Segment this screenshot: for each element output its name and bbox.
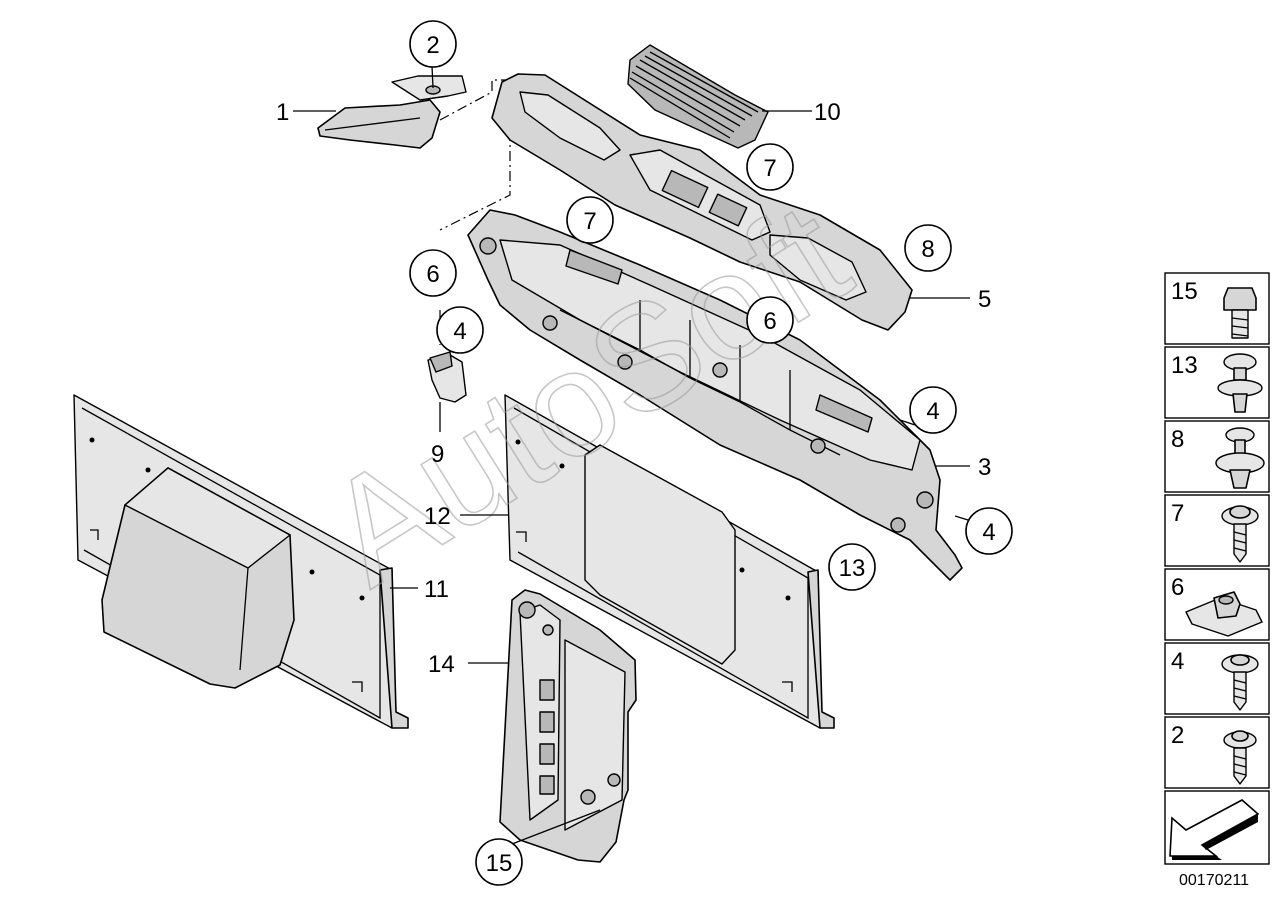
svg-text:6: 6	[763, 308, 776, 335]
callout-6-center: 6	[746, 296, 794, 344]
hex-bolt-icon	[1223, 287, 1257, 339]
svg-text:7: 7	[583, 208, 596, 235]
part-11-side-panel	[73, 394, 409, 729]
callout-1: 1	[276, 99, 289, 126]
callout-14: 14	[428, 651, 455, 678]
fastener-cell-7: 7	[1164, 494, 1270, 567]
svg-text:3: 3	[978, 454, 991, 481]
direction-arrow-icon	[1169, 799, 1260, 860]
fastener-cell-8: 8	[1164, 420, 1270, 493]
callout-7-lower: 7	[566, 196, 614, 244]
part-14-lower-trim	[499, 589, 637, 863]
svg-text:4: 4	[453, 318, 466, 345]
part-9-bracket	[427, 351, 467, 432]
svg-text:7: 7	[1171, 500, 1184, 527]
svg-text:15: 15	[1171, 278, 1198, 305]
callout-10: 10	[814, 99, 841, 126]
callout-2: 2	[409, 20, 457, 68]
expanding-rivet-icon	[1215, 427, 1265, 489]
svg-text:6: 6	[1171, 574, 1184, 601]
svg-text:13: 13	[839, 555, 866, 582]
svg-text:2: 2	[1171, 722, 1184, 749]
svg-text:14: 14	[428, 651, 455, 678]
svg-text:6: 6	[426, 261, 439, 288]
fastener-cell-arrow	[1164, 790, 1270, 865]
fastener-cell-13: 13	[1164, 346, 1270, 419]
callout-13: 13	[828, 543, 876, 591]
plastic-rivet-icon	[1217, 353, 1263, 413]
flange-screw-icon	[1221, 505, 1259, 563]
svg-text:9: 9	[431, 441, 444, 468]
callout-6-left: 6	[409, 249, 457, 297]
svg-text:8: 8	[921, 236, 934, 263]
callout-9: 9	[431, 441, 444, 468]
part-1-trim-piece	[317, 99, 441, 149]
fastener-cell-4: 4	[1164, 642, 1270, 715]
callout-4-left: 4	[436, 306, 484, 354]
callout-5: 5	[978, 286, 991, 313]
part-12-rear-panel	[504, 394, 835, 729]
part-2-bracket	[391, 65, 467, 101]
svg-text:4: 4	[982, 519, 995, 546]
callout-11: 11	[424, 576, 449, 603]
callout-8: 8	[904, 224, 952, 272]
svg-text:2: 2	[426, 32, 439, 59]
callout-3: 3	[978, 454, 991, 481]
callout-15: 15	[475, 838, 523, 886]
svg-text:10: 10	[814, 99, 841, 126]
clip-nut-icon	[1185, 591, 1263, 637]
part-5-loading-sill-cover	[491, 73, 913, 331]
svg-text:1: 1	[276, 99, 289, 126]
document-id: 00170211	[1179, 872, 1249, 889]
svg-text:8: 8	[1171, 426, 1184, 453]
fastener-panel: 15 13 8	[1164, 272, 1270, 865]
svg-text:4: 4	[1171, 648, 1184, 675]
svg-text:4: 4	[926, 398, 939, 425]
part-3-main-trim	[467, 209, 963, 581]
part-10-grip	[627, 44, 769, 149]
fastener-cell-2: 2	[1164, 716, 1270, 789]
fastener-cell-15: 15	[1164, 272, 1270, 345]
svg-text:7: 7	[763, 155, 776, 182]
callout-4-right-lower: 4	[965, 507, 1013, 555]
svg-text:15: 15	[486, 850, 513, 877]
leader-lines	[293, 110, 970, 845]
collar-screw-icon	[1221, 654, 1259, 711]
svg-text:12: 12	[424, 503, 451, 530]
assembly-line	[439, 79, 511, 231]
callout-12: 12	[424, 503, 451, 530]
callout-7-upper: 7	[746, 143, 794, 191]
svg-text:13: 13	[1171, 352, 1198, 379]
collar-screw-small-icon	[1223, 730, 1257, 785]
svg-text:11: 11	[424, 576, 449, 603]
callout-4-right-upper: 4	[909, 386, 957, 434]
fastener-cell-6: 6	[1164, 568, 1270, 641]
svg-text:5: 5	[978, 286, 991, 313]
